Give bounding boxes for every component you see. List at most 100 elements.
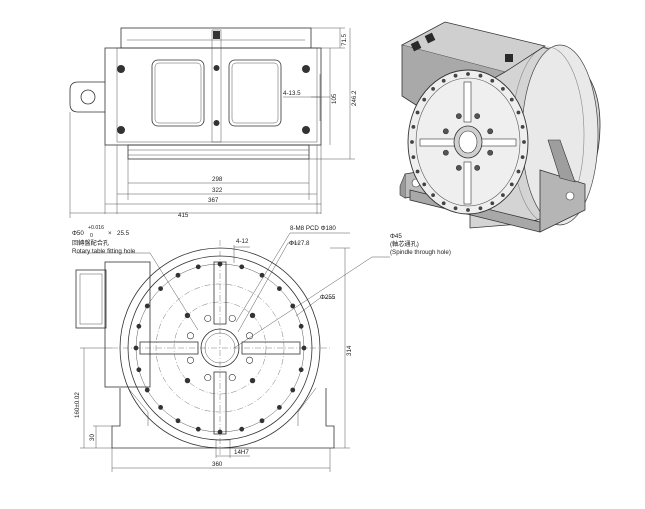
- iso-bolt-hole: [431, 86, 435, 91]
- iso-bolt-hole: [422, 182, 427, 187]
- outer-bolt-hole: [290, 387, 296, 393]
- outer-bolt-hole: [276, 286, 282, 291]
- top-window-right: [228, 59, 282, 127]
- iso-bolt-hole: [520, 124, 525, 129]
- top-base: [127, 144, 310, 160]
- leader-127-8: [237, 242, 300, 333]
- iso-bolt-hole: [453, 73, 458, 78]
- iso-bolt-hole: [501, 193, 505, 198]
- outer-bolt-hole: [276, 404, 282, 410]
- outer-bolt-hole: [195, 426, 201, 432]
- dim-367: 367: [208, 197, 219, 204]
- spindle-label-en: (Spindle through hole): [390, 249, 451, 256]
- iso-bolt-hole: [478, 206, 483, 211]
- leader-8-m8: [235, 232, 350, 323]
- outer-bolt-hole: [290, 303, 296, 309]
- outer-bolt-hole: [175, 272, 181, 278]
- spindle-label-zh: (軸芯通孔): [390, 240, 419, 248]
- iso-m8-hole: [474, 164, 481, 171]
- clamp-hole: [80, 89, 96, 105]
- iso-bolt-hole: [411, 124, 416, 129]
- outer-bolt-hole: [298, 323, 304, 329]
- iso-bolt-hole: [501, 86, 505, 91]
- iso-bolt-hole: [509, 182, 514, 187]
- dim-298: 298: [212, 176, 223, 183]
- locating-hole: [249, 377, 256, 384]
- iso-m8-hole: [487, 149, 494, 156]
- clamp-ear: [69, 81, 105, 113]
- motor-box: [75, 269, 107, 329]
- iso-m8-hole: [455, 164, 462, 171]
- dim-255: Φ255: [320, 294, 336, 301]
- m8-hole: [228, 314, 236, 322]
- m8-hole: [204, 374, 212, 382]
- iso-bolt-hole: [441, 78, 446, 83]
- bore-label-zh: 回轉盤配合孔: [72, 239, 109, 247]
- outer-bolt-hole: [144, 387, 150, 393]
- bore-label-en: Rotary table fitting hole: [72, 248, 136, 255]
- bolt: [302, 65, 310, 73]
- leader-255: [295, 297, 335, 317]
- iso-bolt-hole: [520, 155, 525, 160]
- outer-bolt-hole: [195, 264, 201, 270]
- iso-m8-hole: [455, 113, 462, 120]
- bore-main: Φ50: [72, 230, 84, 237]
- iso-bolt-hole: [509, 97, 514, 102]
- m8-hole: [186, 356, 194, 364]
- m8-hole: [228, 374, 236, 382]
- outer-bolt-hole: [239, 264, 245, 270]
- iso-bolt-hole: [410, 140, 414, 144]
- iso-m8-hole: [442, 149, 449, 156]
- dim-160: 160±0.02: [74, 392, 81, 418]
- iso-bolt-hole: [522, 140, 526, 144]
- iso-m8-hole: [474, 113, 481, 120]
- dim-360: 360: [212, 461, 223, 468]
- dim-71-5: 71.5: [341, 33, 348, 46]
- bolt: [302, 126, 310, 134]
- outer-bolt-hole: [259, 272, 265, 278]
- outer-bolt-hole: [136, 323, 142, 329]
- iso-bolt-ring: [410, 72, 526, 212]
- locating-hole: [249, 312, 256, 319]
- outer-bolt-hole: [301, 345, 307, 351]
- bore-tol-lower: 0: [90, 233, 93, 239]
- outer-bolt-hole: [175, 418, 181, 424]
- iso-m8-hole: [487, 128, 494, 135]
- outer-bolt-hole: [298, 367, 304, 373]
- iso-bolt-hole: [415, 169, 420, 174]
- dim-8-m8-pcd: 8-M8 PCD Φ180: [290, 225, 336, 232]
- iso-bolt-hole: [478, 73, 483, 78]
- dim-30: 30: [89, 434, 96, 441]
- bolt: [117, 65, 125, 73]
- outer-bolt-hole: [239, 426, 245, 432]
- iso-bolt-hole: [431, 193, 435, 198]
- iso-bolt-hole: [466, 72, 470, 76]
- leader-45: [233, 256, 390, 349]
- iso-bolt-hole: [441, 201, 446, 206]
- top-view: 71.5 4-13.5 105 246.2 298 322 367 415: [69, 27, 358, 219]
- bore-depth: 25.5: [117, 230, 130, 237]
- iso-bolt-hole: [422, 97, 427, 102]
- iso-bolt-hole: [490, 78, 495, 83]
- outer-bolt-hole: [217, 429, 223, 435]
- m8-hole: [186, 332, 194, 340]
- outer-bolt-hole: [136, 367, 142, 373]
- m8-hole: [204, 314, 212, 322]
- dim-246-2: 246.2: [351, 90, 358, 106]
- outer-bolt-hole: [158, 404, 163, 410]
- dim-14h7: 14H7: [234, 449, 249, 456]
- bore-tol-upper: +0.016: [88, 225, 104, 231]
- leader-bore: [76, 252, 199, 331]
- iso-spindle-hole: [458, 130, 478, 154]
- spindle-main: Φ45: [390, 233, 402, 240]
- dim-127-8: Φ127.8: [289, 240, 310, 247]
- dim-322: 322: [212, 187, 223, 194]
- dim-415: 415: [178, 212, 189, 219]
- bolt: [117, 126, 125, 134]
- m8-hole: [246, 356, 254, 364]
- dim-105: 105: [331, 93, 338, 104]
- iso-bolt-hole: [516, 169, 521, 174]
- bore-x: ×: [108, 230, 112, 237]
